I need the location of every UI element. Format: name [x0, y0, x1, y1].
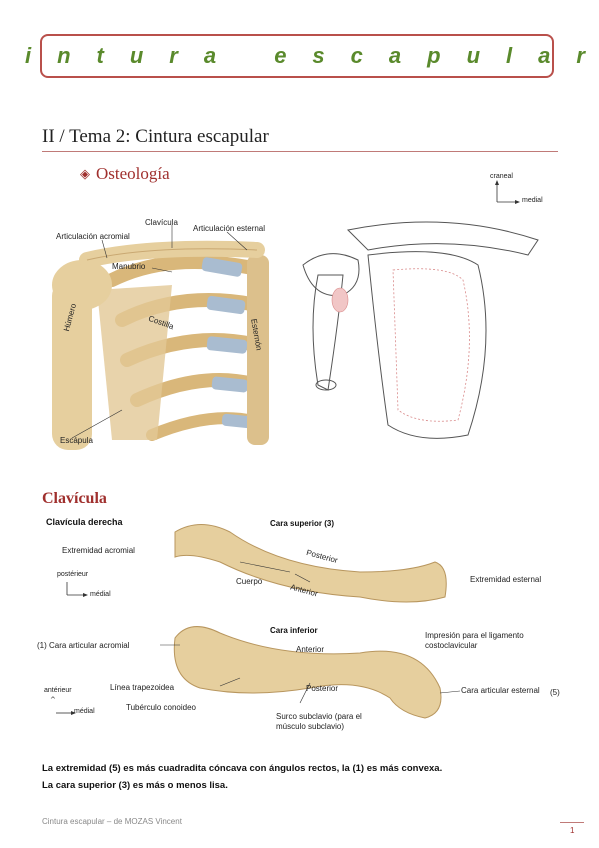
clavicle-superior-figure: [174, 524, 447, 603]
label-posterior-inf: Posterior: [306, 684, 339, 693]
label-surco-line1: Surco subclavio (para el: [276, 712, 362, 721]
label-medial-top: medial: [522, 197, 543, 204]
paragraph-line2: La cara superior (3) es más o menos lisa…: [42, 780, 228, 791]
label-clavicula: Clavícula: [145, 218, 178, 227]
page-number-rule: [560, 822, 584, 823]
clavicula-heading: Clavícula: [42, 490, 107, 507]
title-banner: Cintura escapular: [0, 34, 599, 78]
label-craneal: craneal: [490, 173, 513, 180]
label-cara-articular-esternal: Cara articular esternal: [461, 686, 540, 695]
label-medial-mid: médial: [90, 591, 111, 598]
orientation-arrows-top: [495, 180, 520, 204]
label-articulacion-esternal: Articulación esternal: [193, 224, 266, 233]
label-medial-low: médial: [74, 708, 95, 715]
scapula-line-drawing: [302, 221, 539, 439]
label-cuerpo: Cuerpo: [236, 577, 263, 586]
footer-text: Cintura escapular – de MOZAS Vincent: [42, 817, 182, 826]
orientation-arrows-mid: [66, 582, 88, 597]
banner-title: Cintura escapular: [0, 43, 599, 68]
label-anterieur: antérieur: [44, 687, 72, 694]
label-cara-articular-acromial: (1) Cara articular acromial: [37, 641, 130, 650]
section-title: II / Tema 2: Cintura escapular: [42, 126, 269, 147]
label-impresion-line1: Impresión para el ligamento: [425, 631, 524, 640]
svg-text:^: ^: [50, 696, 56, 704]
shoulder-anatomy-figure: [42, 210, 274, 455]
label-articulacion-acromial: Articulación acromial: [56, 232, 130, 241]
label-cara-inferior: Cara inferior: [270, 626, 318, 635]
label-cara-superior: Cara superior (3): [270, 519, 335, 528]
clavicle-inferior-figure: [160, 626, 461, 719]
label-extremidad-acromial: Extremidad acromial: [62, 546, 135, 555]
label-manubrio: Manubrio: [112, 262, 146, 271]
label-extremidad-esternal: Extremidad esternal: [470, 575, 542, 584]
label-tuberculo-conoideo: Tubérculo conoideo: [126, 703, 196, 712]
label-num5: (5): [550, 688, 560, 697]
clavicula-derecha-title: Clavícula derecha: [46, 517, 123, 527]
label-linea-trapezoidea: Línea trapezoidea: [110, 683, 175, 692]
orientation-arrows-low: ^: [50, 696, 76, 715]
label-impresion-line2: costoclavicular: [425, 641, 478, 650]
label-anterior-inf: Anterior: [296, 645, 325, 654]
label-escapula: Escápula: [60, 436, 93, 445]
page-number: 1: [570, 826, 575, 835]
paragraph-line1: La extremidad (5) es más cuadradita cónc…: [42, 763, 443, 774]
diamond-bullet-icon: ◈: [80, 166, 90, 182]
osteologia-heading: ◈ Osteología: [80, 164, 170, 184]
osteologia-title: Osteología: [96, 164, 170, 183]
section-divider: [42, 151, 558, 152]
label-surco-line2: músculo subclavio): [276, 722, 345, 731]
label-posterieur: postérieur: [57, 571, 89, 578]
